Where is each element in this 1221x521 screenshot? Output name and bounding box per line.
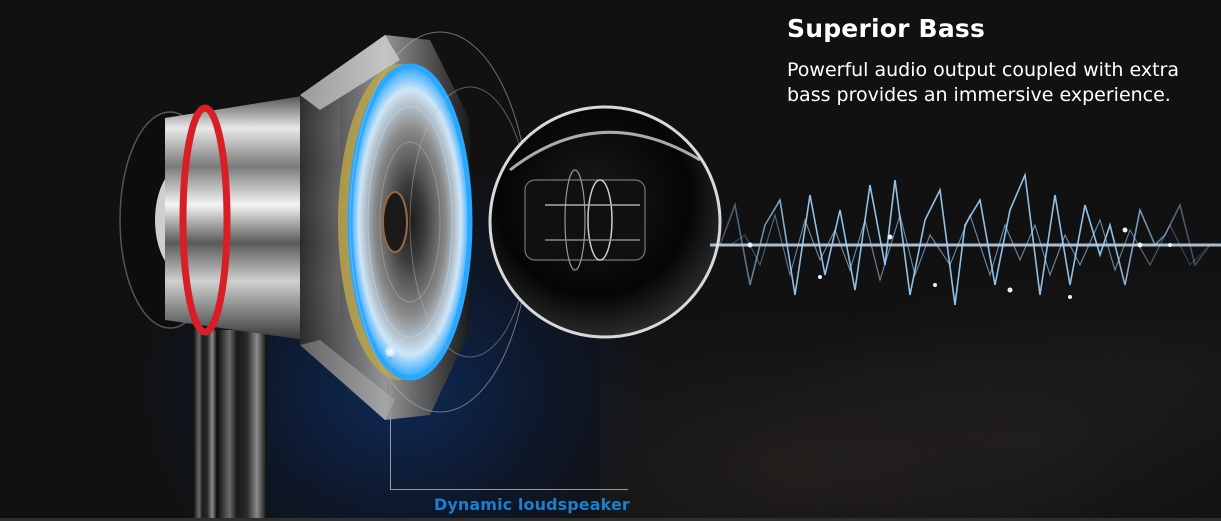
dynamic-loudspeaker-label: Dynamic loudspeaker xyxy=(434,495,630,514)
callout-leader-line xyxy=(390,352,628,490)
earphone-illustration xyxy=(119,31,722,519)
feature-description: Powerful audio output coupled with extra… xyxy=(787,59,1179,106)
bottom-divider xyxy=(0,518,1221,521)
sound-wave-graphic xyxy=(710,171,1221,306)
callout-anchor-dot xyxy=(385,346,396,357)
crowd-silhouette-background xyxy=(600,260,1221,519)
feature-title: Superior Bass xyxy=(787,14,986,43)
